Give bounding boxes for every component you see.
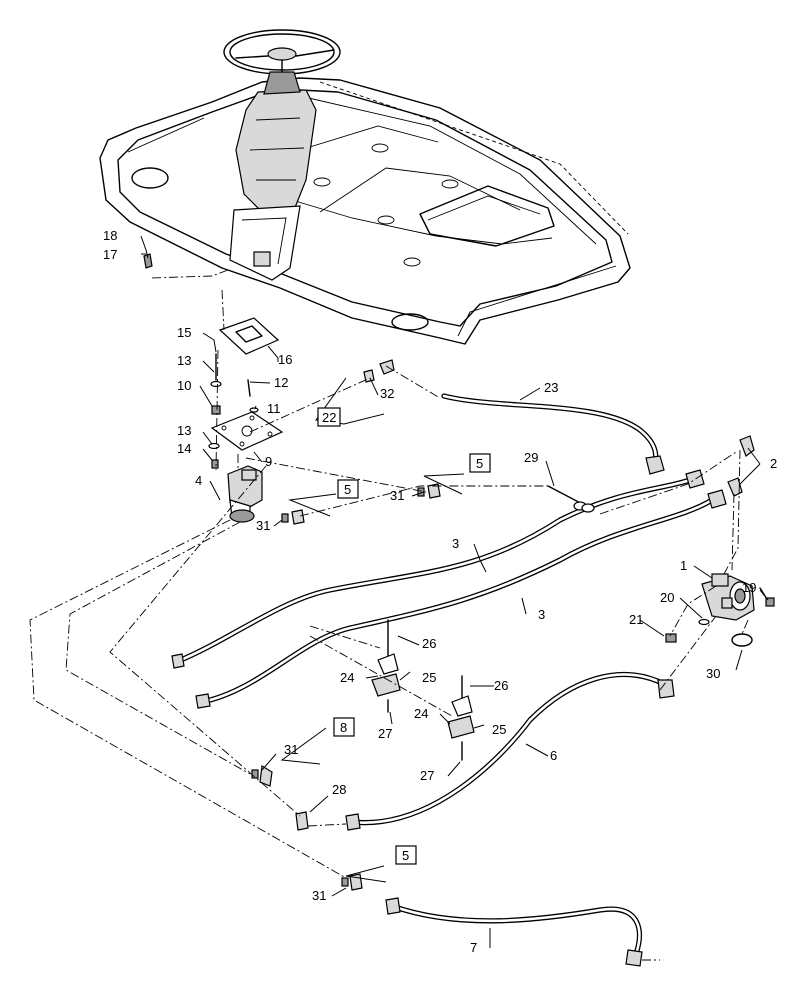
- callout-3a: 3: [452, 536, 459, 551]
- callout-20: 20: [660, 590, 674, 605]
- svg-text:5: 5: [344, 482, 351, 497]
- callout-12: 12: [274, 375, 288, 390]
- callout-26a: 26: [422, 636, 436, 651]
- callout-32: 32: [380, 386, 394, 401]
- svg-text:5: 5: [476, 456, 483, 471]
- callout-14: 14: [177, 441, 191, 456]
- leader-lines: [140, 235, 769, 948]
- operator-platform: [99, 77, 631, 345]
- routing-lines: [29, 365, 737, 961]
- callout-31b: 31: [390, 488, 404, 503]
- callout-27b: 27: [420, 768, 434, 783]
- ref-box-5c: 5: [395, 845, 417, 865]
- callout-29: 29: [524, 450, 538, 465]
- callout-27a: 27: [378, 726, 392, 741]
- callout-16: 16: [278, 352, 292, 367]
- callout-25a: 25: [422, 670, 436, 685]
- part-9-plate: [210, 411, 284, 451]
- hose-23: [379, 359, 665, 475]
- callout-24b: 24: [414, 706, 428, 721]
- callout-2: 2: [770, 456, 777, 471]
- callout-19: 19: [742, 580, 756, 595]
- hose-7: [385, 897, 643, 967]
- callout-7: 7: [470, 940, 477, 955]
- callout-26b: 26: [494, 678, 508, 693]
- callout-31a: 31: [256, 518, 270, 533]
- ref-box-22: 22: [317, 407, 341, 427]
- callout-10: 10: [177, 378, 191, 393]
- callout-30: 30: [706, 666, 720, 681]
- small-fasteners: [143, 253, 259, 469]
- hose-6: [345, 671, 675, 831]
- hose-clamps: [371, 485, 595, 761]
- callout-4: 4: [195, 473, 202, 488]
- ref-box-5a: 5: [469, 453, 491, 473]
- adapters: [251, 369, 441, 891]
- callout-28: 28: [332, 782, 346, 797]
- callout-3b: 3: [538, 607, 545, 622]
- ref-box-8: 8: [333, 717, 355, 737]
- callout-13a: 13: [177, 353, 191, 368]
- hose-3-upper: [171, 469, 705, 669]
- ref-box-5b: 5: [337, 479, 359, 499]
- callout-24a: 24: [340, 670, 354, 685]
- callout-9: 9: [265, 454, 272, 469]
- callout-21: 21: [629, 612, 643, 627]
- steering-column: [223, 29, 341, 281]
- callout-31c: 31: [284, 742, 298, 757]
- callout-31d: 31: [312, 888, 326, 903]
- part-4-steering-valve: [227, 465, 263, 523]
- part-16-gasket: [218, 317, 280, 355]
- callout-23: 23: [544, 380, 558, 395]
- svg-text:5: 5: [402, 848, 409, 863]
- callout-11: 11: [267, 401, 281, 416]
- callout-18: 18: [103, 228, 117, 243]
- svg-text:22: 22: [322, 410, 336, 425]
- callout-25b: 25: [492, 722, 506, 737]
- reference-boxes: 22 5 5 8 5: [317, 407, 491, 865]
- callout-6: 6: [550, 748, 557, 763]
- callout-labels: 1 2 3 3 4 6 7 9 10 11 12 13 13 14 15 16 …: [103, 228, 777, 955]
- callout-15: 15: [177, 325, 191, 340]
- callout-13b: 13: [177, 423, 191, 438]
- svg-text:8: 8: [340, 720, 347, 735]
- hose-3-lower: [195, 489, 727, 709]
- callout-17: 17: [103, 247, 117, 262]
- callout-1: 1: [680, 558, 687, 573]
